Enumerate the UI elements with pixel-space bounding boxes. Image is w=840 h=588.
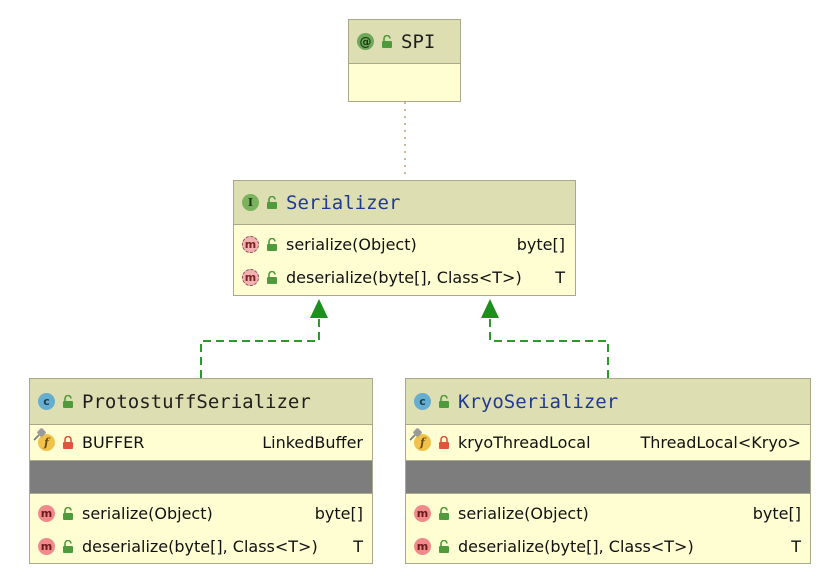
implements-arrow-protostuff (200, 318, 320, 378)
public-lock-icon (267, 270, 277, 284)
static-pin-icon (33, 428, 46, 441)
class-icon: c (414, 393, 431, 410)
public-lock-icon (267, 196, 277, 209)
private-lock-icon (63, 436, 73, 449)
method-icon: m (38, 505, 55, 522)
public-lock-icon (382, 35, 392, 48)
public-lock-icon (439, 395, 449, 408)
method-icon: m (414, 505, 431, 522)
method-name: deserialize(byte[], Class<T>) (286, 267, 522, 287)
serializer-method-deserialize[interactable]: m deserialize(byte[], Class<T>) T (234, 260, 575, 294)
method-name: serialize(Object) (286, 235, 417, 254)
field-icon: f (38, 434, 55, 451)
serializer-title: Serializer (286, 191, 401, 214)
public-lock-icon (439, 507, 449, 520)
kryo-serializer-class-box[interactable]: c KryoSerializer f kryoThreadLocal Threa… (405, 378, 811, 564)
return-type: byte[] (752, 504, 801, 523)
kryo-title: KryoSerializer (458, 390, 619, 413)
return-type: byte[] (516, 235, 565, 254)
serializer-method-serialize[interactable]: m serialize(Object) byte[] (234, 225, 575, 260)
method-name: serialize(Object) (82, 504, 213, 523)
public-lock-icon (63, 507, 73, 520)
protostuff-title: ProtostuffSerializer (82, 390, 311, 413)
implements-arrowhead-kryo (481, 299, 499, 318)
public-lock-icon (63, 395, 73, 408)
return-type: T (353, 537, 363, 556)
protostuff-field-buffer[interactable]: f BUFFER LinkedBuffer (30, 425, 372, 461)
kryo-header: c KryoSerializer (406, 379, 810, 425)
static-field-icon-wrap: f (409, 428, 431, 451)
protostuff-header: c ProtostuffSerializer (30, 379, 372, 425)
static-field-icon-wrap: f (33, 428, 55, 451)
public-lock-icon (63, 540, 73, 553)
static-pin-icon (409, 428, 422, 441)
kryo-field-threadlocal[interactable]: f kryoThreadLocal ThreadLocal<Kryo> (406, 425, 810, 461)
spi-annotation-box[interactable]: @ SPI (348, 19, 461, 102)
method-icon: m (414, 538, 431, 555)
public-lock-icon (267, 238, 277, 251)
kryo-method-serialize[interactable]: m serialize(Object) byte[] (406, 494, 810, 530)
field-icon: f (414, 434, 431, 451)
serializer-header: I Serializer (234, 181, 575, 225)
method-name: serialize(Object) (458, 504, 589, 523)
protostuff-method-deserialize[interactable]: m deserialize(byte[], Class<T>) T (30, 530, 372, 563)
field-type: ThreadLocal<Kryo> (640, 433, 801, 452)
interface-icon: I (242, 194, 259, 211)
method-name: deserialize(byte[], Class<T>) (82, 537, 318, 556)
annotation-icon: @ (357, 33, 374, 50)
spi-title: SPI (401, 30, 436, 53)
public-lock-icon (439, 540, 449, 553)
kryo-method-deserialize[interactable]: m deserialize(byte[], Class<T>) T (406, 530, 810, 563)
abstract-method-icon: m (242, 236, 259, 253)
implements-arrow-kryo (489, 318, 609, 378)
field-name: kryoThreadLocal (458, 433, 591, 452)
return-type: T (791, 537, 801, 556)
implements-arrowhead-protostuff (310, 299, 328, 318)
constructor-compartment (30, 461, 372, 494)
return-type: T (555, 267, 565, 287)
method-icon: m (38, 538, 55, 555)
serializer-interface-box[interactable]: I Serializer m serialize(Object) byte[] … (233, 180, 576, 296)
spi-header: @ SPI (349, 20, 460, 64)
abstract-method-icon: m (242, 268, 259, 286)
class-icon: c (38, 393, 55, 410)
protostuff-serializer-class-box[interactable]: c ProtostuffSerializer f BUFFER LinkedBu… (29, 378, 373, 564)
constructor-compartment (406, 461, 810, 494)
method-name: deserialize(byte[], Class<T>) (458, 537, 694, 556)
return-type: byte[] (314, 504, 363, 523)
field-name: BUFFER (82, 433, 145, 452)
private-lock-icon (439, 436, 449, 449)
protostuff-method-serialize[interactable]: m serialize(Object) byte[] (30, 494, 372, 530)
field-type: LinkedBuffer (262, 433, 363, 452)
